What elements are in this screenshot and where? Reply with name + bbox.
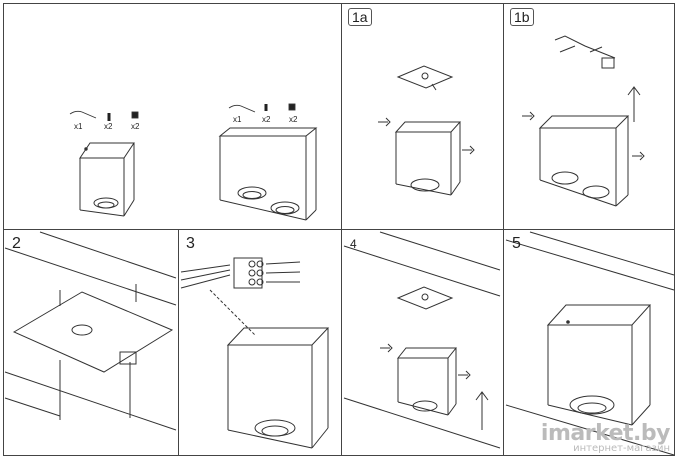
step-3-wiring — [180, 257, 301, 336]
qty-left-screw: x2 — [104, 122, 113, 131]
step-1b-bracket — [554, 35, 616, 69]
step-1b-up-arrow — [627, 86, 641, 122]
watermark-subtitle: интернет-магазин — [573, 443, 670, 454]
qty-right-bracket: x1 — [233, 115, 242, 124]
step-2-ceiling — [4, 231, 177, 431]
accessories-double — [228, 103, 296, 113]
step-label-1a: 1a — [348, 8, 372, 26]
step-5-ceiling — [505, 231, 675, 456]
qty-left-anchor: x2 — [131, 122, 140, 131]
step-1a-lamp — [378, 117, 475, 196]
watermark-brand: imarket.by — [540, 421, 671, 446]
watermark-logo: imarket.by интернет-магазин — [540, 421, 671, 454]
step-label-3: 3 — [186, 235, 195, 252]
double-lamp-body — [218, 127, 318, 221]
qty-left-bracket: x1 — [74, 122, 83, 131]
accessories-single — [69, 110, 139, 121]
step-4-ceiling — [343, 231, 501, 449]
step-1b-double-lamp — [522, 111, 645, 207]
step-4-plate — [396, 286, 454, 310]
step-label-1b: 1b — [510, 8, 534, 26]
step-5-lamp — [546, 304, 652, 426]
qty-right-screw: x2 — [262, 115, 271, 124]
step-2-mount-plate — [12, 284, 174, 420]
step-label-2: 2 — [12, 235, 21, 252]
panel-grid — [3, 3, 675, 456]
step-1a-plate — [396, 65, 454, 91]
step-4-lamp — [380, 343, 489, 430]
qty-right-anchor: x2 — [289, 115, 298, 124]
step-3-lamp — [226, 327, 330, 449]
single-lamp-body — [79, 142, 135, 217]
step-label-5: 5 — [512, 235, 521, 252]
step-label-4: 4 — [350, 237, 357, 251]
